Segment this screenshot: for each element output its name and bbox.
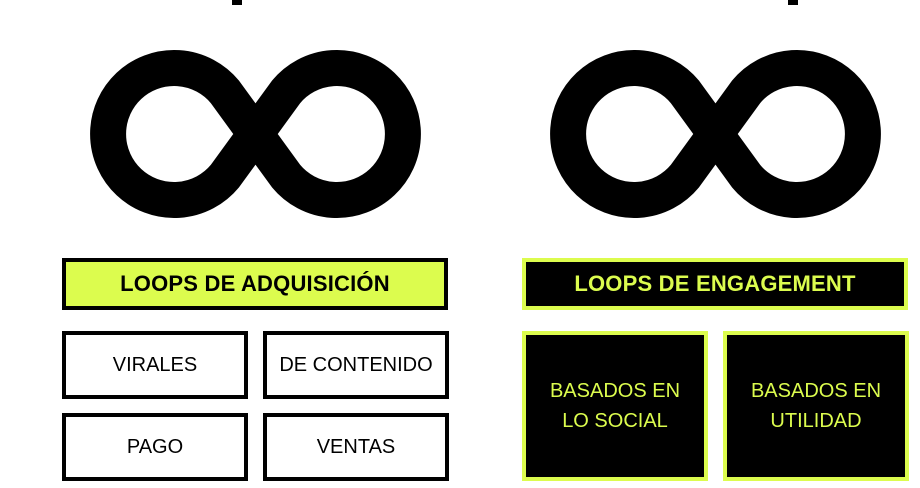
acquisition-loops-header: LOOPS DE ADQUISICIÓN	[62, 258, 448, 310]
loop-type-label-line2: LO SOCIAL	[562, 410, 668, 432]
loop-type-label: VIRALES	[112, 354, 198, 376]
loop-type-label-line2: UTILIDAD	[770, 410, 862, 432]
acquisition-loops-title: LOOPS DE ADQUISICIÓN	[120, 271, 390, 296]
top-edge-mark-left	[232, 0, 242, 5]
loop-type-box: BASADOS EN UTILIDAD	[723, 331, 909, 481]
loop-type-label: PAGO	[126, 436, 184, 458]
loop-type-box: VIRALES	[62, 331, 248, 399]
loop-type-box: BASADOS EN LO SOCIAL	[522, 331, 708, 481]
loop-type-label-line1: BASADOS EN	[549, 380, 681, 402]
engagement-loops-title: LOOPS DE ENGAGEMENT	[574, 271, 856, 296]
loop-type-label: VENTAS	[316, 436, 396, 458]
infinity-icon	[550, 50, 881, 218]
loop-type-label-line1: BASADOS EN	[750, 380, 882, 402]
loop-type-box: DE CONTENIDO	[263, 331, 449, 399]
loop-type-label: DE CONTENIDO	[279, 354, 433, 376]
engagement-loops-header: LOOPS DE ENGAGEMENT	[522, 258, 908, 310]
loop-type-box: VENTAS	[263, 413, 449, 481]
loop-type-box: PAGO	[62, 413, 248, 481]
infinity-icon	[90, 50, 421, 218]
top-edge-mark-right	[788, 0, 798, 5]
